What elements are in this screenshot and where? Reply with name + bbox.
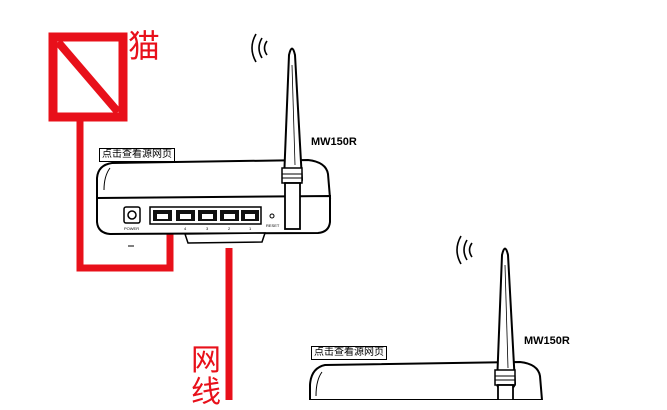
router-connection-diagram: 猫 网线 MW150R 点击查看源网页 POWER RESET 4 3 2 1 …: [48, 27, 570, 409]
modem-label: 猫: [128, 27, 161, 65]
router-top: [96, 33, 332, 244]
antenna-bottom-band: [494, 369, 516, 386]
modem-box: [48, 32, 128, 122]
port-number-3: 3: [206, 226, 209, 231]
port-number-2: 2: [228, 226, 231, 231]
port-contact: [245, 214, 255, 219]
wifi-wave-icon: [463, 239, 468, 261]
antenna-bottom-shade: [504, 264, 509, 369]
power-socket-hole: [127, 210, 137, 220]
modem-symbol: [48, 32, 128, 122]
ethernet-ports: [149, 206, 262, 225]
router-top-highlight: [103, 167, 111, 191]
antenna-top: [282, 47, 304, 188]
wifi-wave-icon: [468, 242, 473, 258]
wifi-wave-icon: [456, 235, 462, 265]
port-contact: [180, 214, 191, 219]
wifi-wave-icon: [258, 37, 263, 59]
wifi-wave-icon: [263, 40, 268, 56]
router-top-source-link[interactable]: 点击查看源网页: [99, 148, 175, 162]
power-socket-icon: [123, 206, 141, 224]
network-cable-label: 网线: [191, 343, 221, 410]
router-bottom: [309, 235, 544, 400]
diagram-canvas: [48, 32, 544, 400]
antenna-top-band: [281, 167, 303, 184]
port-contact: [202, 214, 213, 219]
antenna-top-shade: [291, 64, 296, 166]
router-bottom-source-link[interactable]: 点击查看源网页: [311, 346, 387, 360]
antenna-top-base: [284, 182, 301, 230]
antenna-bottom: [495, 247, 517, 392]
router-top-foot: [183, 232, 267, 244]
port-number-4: 4: [184, 226, 187, 231]
wifi-wave-icon: [251, 33, 257, 63]
port-number-1: 1: [249, 226, 252, 231]
antenna-bottom-base: [497, 384, 514, 400]
power-label: POWER: [124, 226, 140, 231]
router-bottom-model: MW150R: [524, 335, 570, 347]
reset-label: RESET: [266, 223, 280, 228]
reset-button-icon: [269, 213, 275, 219]
port-contact: [224, 214, 235, 219]
router-bottom-highlight: [315, 371, 323, 397]
modem-diagonal: [54, 39, 122, 115]
router-top-body: [96, 158, 332, 202]
port-contact: [157, 214, 168, 219]
router-top-model: MW150R: [311, 136, 357, 148]
router-bottom-body: [309, 360, 544, 400]
